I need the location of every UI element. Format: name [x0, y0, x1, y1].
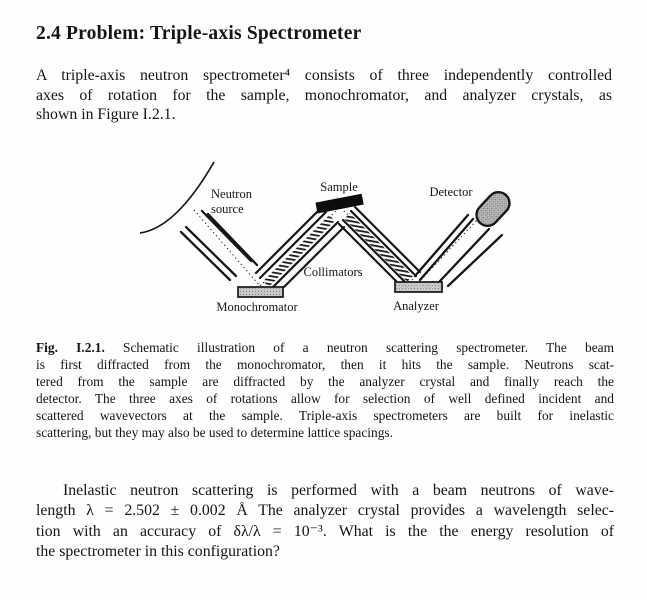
problem-line: length λ = 2.502 ± 0.002 Å The analyzer …: [36, 502, 614, 520]
analyzer-crystal: [394, 281, 443, 293]
caption-line: is first diffracted from the monochromat…: [36, 356, 614, 372]
section-title: 2.4 Problem: Triple-axis Spectrometer: [36, 23, 362, 44]
intro-paragraph: A triple-axis neutron spectrometer⁴ cons…: [36, 66, 612, 125]
caption-first-line: Fig. I.2.1. Schematic illustration of a …: [36, 340, 614, 355]
caption-line: tered from the sample are diffracted by …: [36, 373, 614, 389]
monochromator-label: Monochromator: [216, 300, 298, 314]
figure-number-label: Fig. I.2.1.: [36, 340, 105, 355]
figure-caption: Fig. I.2.1. Schematic illustration of a …: [36, 340, 614, 441]
collimator-band-mono-sample: [254, 205, 346, 289]
caption-line: detector. The three axes of rotations al…: [36, 390, 614, 406]
problem-line: Inelastic neutron scattering is performe…: [63, 482, 614, 499]
neutron-source-label-line1: Neutron: [211, 187, 253, 201]
collimator-lines-analyzer-detector: [413, 213, 504, 288]
caption-last-line: scattering, but they may also be used to…: [36, 424, 393, 440]
spectrometer-figure: Neutron source Sample Detector Collimato…: [139, 161, 511, 314]
problem-last-line: the spectrometer in this configuration?: [36, 542, 280, 560]
detector-label: Detector: [429, 185, 473, 199]
collimator-band-sample-analyzer: [337, 205, 422, 283]
problem-line: tion with an accuracy of δλ/λ = 10⁻³. Wh…: [36, 522, 614, 540]
intro-last-line: shown in Figure I.2.1.: [36, 106, 176, 124]
detector-body: [475, 190, 511, 228]
analyzer-label: Analyzer: [393, 299, 440, 313]
caption-line: scattered wavevectors at the sample. Tri…: [36, 407, 614, 423]
monochromator-crystal: [237, 286, 284, 298]
neutron-source-arc: [139, 161, 215, 234]
problem-paragraph: Inelastic neutron scattering is performe…: [36, 481, 614, 562]
collimators-label: Collimators: [303, 265, 362, 279]
collimator-lines-source-mono: [179, 209, 259, 282]
neutron-source-label-line2: source: [211, 202, 244, 216]
intro-line: A triple-axis neutron spectrometer⁴ cons…: [36, 67, 612, 84]
sample-label: Sample: [320, 180, 358, 194]
intro-line: axes of rotation for the sample, monochr…: [36, 86, 612, 104]
sample-crystal: [315, 193, 364, 214]
